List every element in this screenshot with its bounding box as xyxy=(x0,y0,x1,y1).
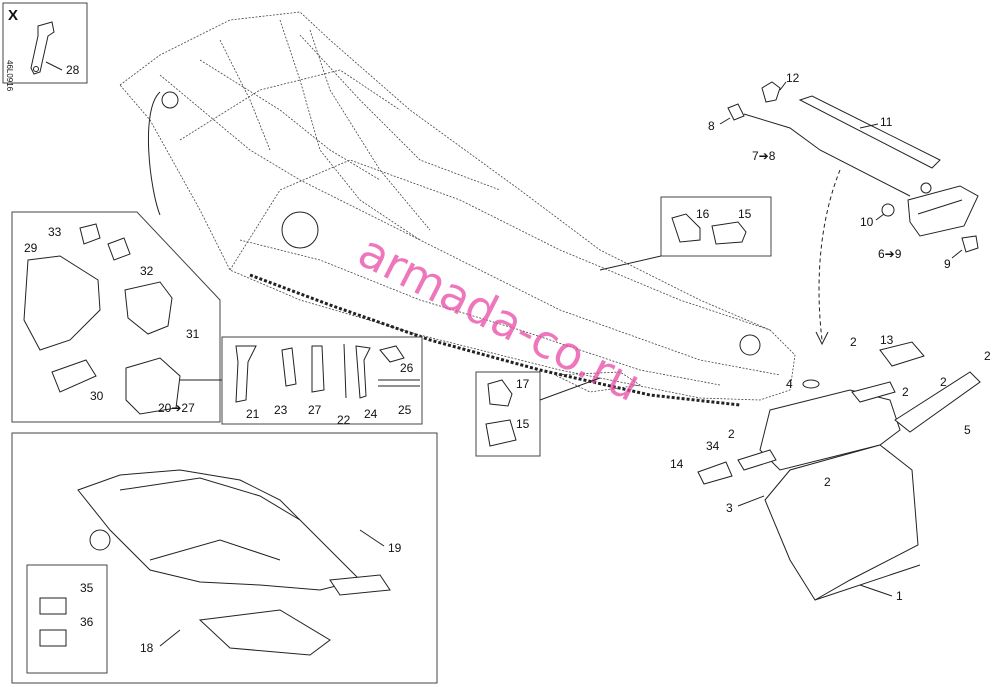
wrench-inset: X 28 xyxy=(2,2,88,84)
callout-14: 14 xyxy=(670,457,684,471)
callout-3: 3 xyxy=(726,501,733,515)
callout-13: 13 xyxy=(880,333,894,347)
callout-20-27: 20➔27 xyxy=(158,401,195,415)
callout-2-d: 2 xyxy=(984,349,991,363)
callout-11: 11 xyxy=(880,115,893,129)
callout-18: 18 xyxy=(140,641,154,655)
callout-29: 29 xyxy=(24,241,38,255)
reference-code: 46L0916 xyxy=(5,60,14,92)
callout-28: 28 xyxy=(66,63,80,77)
callout-6-9: 6➔9 xyxy=(878,247,902,261)
callout-2-f: 2 xyxy=(824,475,831,489)
callout-22: 22 xyxy=(337,413,351,427)
callout-30: 30 xyxy=(90,389,104,403)
callout-4: 4 xyxy=(786,377,793,391)
callout-31: 31 xyxy=(186,327,200,341)
callout-34: 34 xyxy=(706,439,720,453)
callout-21: 21 xyxy=(246,407,260,421)
callout-33: 33 xyxy=(48,225,62,239)
callout-24: 24 xyxy=(364,407,378,421)
callout-25: 25 xyxy=(398,403,412,417)
callout-26: 26 xyxy=(400,361,414,375)
callout-9: 9 xyxy=(944,257,951,271)
taillight-assembly: 12 11 8 7➔8 10 6➔9 9 xyxy=(708,71,979,271)
callout-23: 23 xyxy=(274,403,288,417)
callout-2-c: 2 xyxy=(940,375,947,389)
callout-15-lower: 15 xyxy=(516,417,530,431)
callout-2-e: 2 xyxy=(728,427,735,441)
callout-12: 12 xyxy=(786,71,800,85)
callout-32: 32 xyxy=(140,264,154,278)
callout-16: 16 xyxy=(696,207,710,221)
callout-2-a: 2 xyxy=(850,335,857,349)
callout-10: 10 xyxy=(860,215,874,229)
snowflap-assembly: 4 2 13 2 2 2 5 2 34 2 14 3 1 xyxy=(670,333,991,603)
cover-inset: 33 32 29 31 30 20➔27 xyxy=(11,211,222,423)
callout-19: 19 xyxy=(388,541,402,555)
callout-17: 17 xyxy=(516,377,530,391)
callout-2-b: 2 xyxy=(902,385,909,399)
callout-36: 36 xyxy=(80,615,94,629)
callout-35: 35 xyxy=(80,581,94,595)
callout-5: 5 xyxy=(964,423,971,437)
chassis-frame xyxy=(119,11,796,407)
callout-15-upper: 15 xyxy=(738,207,752,221)
snowmobile-inset: 35 36 19 18 xyxy=(11,432,438,684)
spanner-wrench-icon xyxy=(30,21,55,75)
clip-box-upper: 16 15 xyxy=(660,196,772,257)
callout-27: 27 xyxy=(308,403,322,417)
clip-box-lower: 17 15 xyxy=(475,371,541,457)
x-mark: X xyxy=(8,7,18,24)
toolkit-box: 21 23 27 22 24 26 25 xyxy=(221,336,423,427)
callout-1: 1 xyxy=(896,589,903,603)
callout-7-8: 7➔8 xyxy=(752,149,776,163)
callout-8: 8 xyxy=(708,119,715,133)
